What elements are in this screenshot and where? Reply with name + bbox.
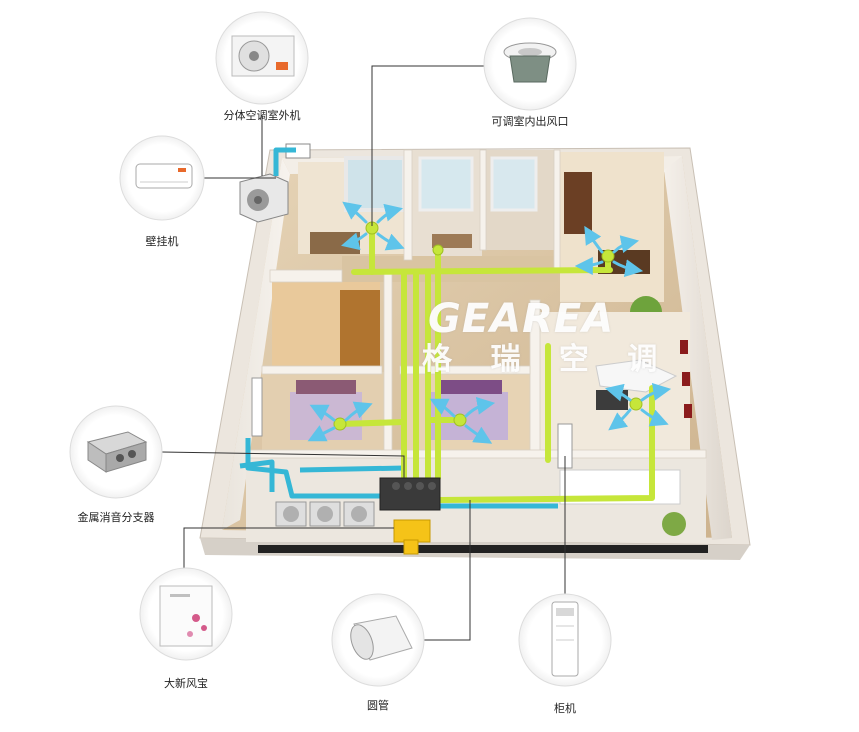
- callout-wall-unit: [119, 135, 205, 221]
- wall-unit-on-house-left: [251, 377, 263, 437]
- label-fresh-air-unit: 大新风宝: [164, 677, 208, 690]
- outdoor-ac-unit-icon: [231, 35, 295, 77]
- label-outdoor-unit: 分体空调室外机: [223, 109, 301, 122]
- label-adjustable-outlet: 可调室内出风口: [491, 115, 569, 128]
- brand-watermark-en: GEAREA: [428, 296, 615, 342]
- cold-pipe-wall-unit: [273, 147, 296, 176]
- outlet-corridor: [432, 244, 444, 256]
- floor-cabinet-ac-icon: [551, 601, 579, 677]
- callout-outdoor-unit: [215, 11, 309, 105]
- outlet-bedroom-left: [333, 417, 347, 431]
- fresh-air-unit-icon: [159, 585, 213, 647]
- round-duct-pipe-icon: [350, 615, 413, 661]
- callout-silencer-splitter: [69, 405, 163, 499]
- leader-fresh-air-unit: [183, 527, 394, 568]
- label-floor-cabinet: 柜机: [554, 702, 576, 715]
- fresh-air-outlets: [333, 221, 643, 431]
- right-wall: [664, 156, 732, 540]
- leader-silencer-splitter: [161, 451, 405, 478]
- leader-adjustable-outlet: [371, 65, 486, 226]
- label-silencer-splitter: 金属消音分支器: [77, 511, 155, 524]
- outlet-living: [629, 397, 643, 411]
- room-bedroom-bottom-middle: [402, 372, 530, 454]
- metal-silencer-box-icon: [86, 431, 148, 473]
- room-bathroom: [412, 150, 482, 260]
- fresh-air-unit-on-house: [393, 519, 431, 555]
- cold-pipes: [239, 147, 558, 509]
- label-wall-unit: 壁挂机: [145, 235, 179, 248]
- cold-pipe-left-run: [245, 438, 384, 499]
- callout-round-pipe: [331, 593, 425, 687]
- callout-adjustable-outlet: [483, 17, 577, 111]
- air-outlet-diffuser-icon: [503, 42, 557, 83]
- callout-floor-cabinet: [518, 593, 612, 687]
- room-top-left-bedroom: [298, 156, 406, 254]
- leader-round-pipe: [424, 500, 471, 641]
- fan-coil-units: [275, 501, 375, 527]
- outlet-bedroom-middle: [453, 413, 467, 427]
- silencer-box-on-house: [379, 477, 441, 511]
- duct-bedroom-left: [337, 419, 407, 427]
- airflow-arrows: [307, 201, 672, 444]
- room-left-middle: [272, 282, 380, 372]
- room-corridor: [484, 150, 554, 250]
- brand-watermark-cn: 格 瑞 空 调: [422, 342, 672, 377]
- cold-pipe-balcony: [239, 459, 275, 492]
- room-dining: [560, 152, 664, 328]
- left-wall: [222, 158, 290, 530]
- floor-edge-rail: [258, 545, 708, 553]
- cold-pipe-upper: [299, 465, 405, 473]
- wall-mounted-ac-icon: [135, 163, 193, 189]
- outdoor-unit-on-house: [239, 173, 289, 223]
- duct-trunk-horizontal: [351, 267, 613, 275]
- label-round-pipe: 圆管: [367, 699, 389, 712]
- outlet-dining: [601, 249, 615, 263]
- callout-fresh-air-unit: [139, 567, 233, 661]
- leader-lines: [161, 65, 566, 641]
